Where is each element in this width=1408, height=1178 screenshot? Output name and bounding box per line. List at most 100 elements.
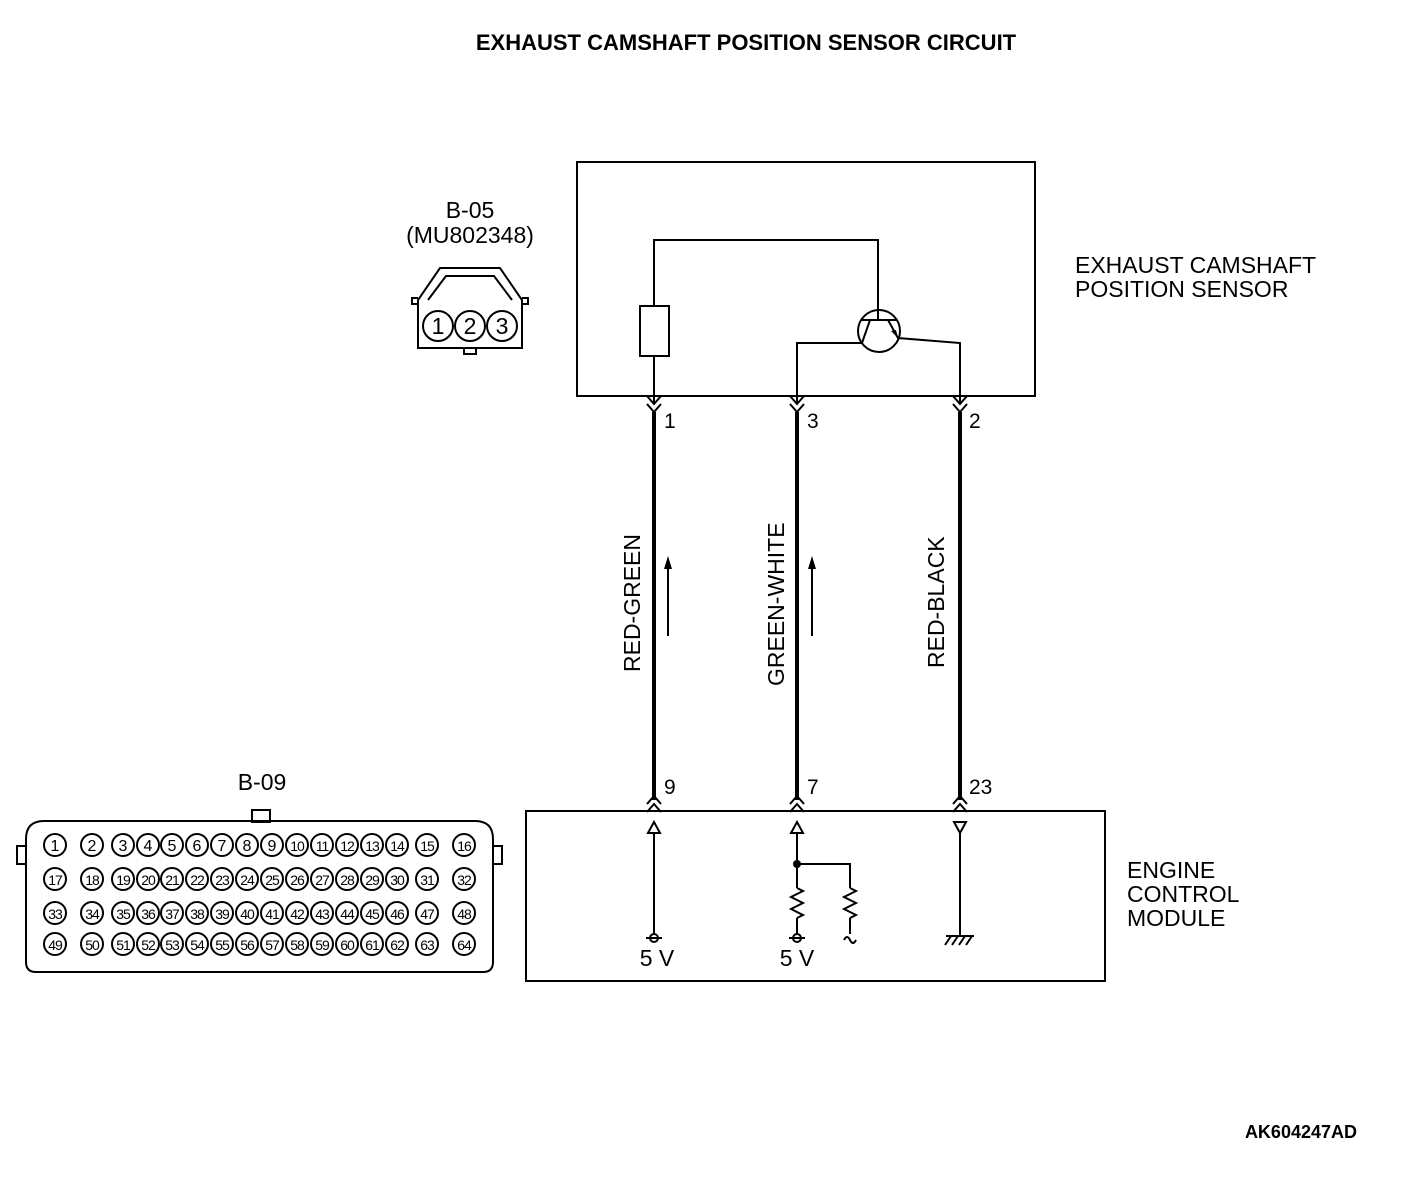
ecm-connector-pin-circle [335,932,359,956]
ecm-connector-pin-circle [310,867,334,891]
ecm-connector-pin: 56 [240,937,255,953]
ecm-connector-pin-circle [160,867,184,891]
sensor-connector-id: B-05 [446,197,495,223]
ecm-connector-pin-circle [185,901,209,925]
ecm-connector-pin: 22 [190,872,205,888]
ecm-connector-pin: 20 [141,872,156,888]
ecm-connector-pin-circle [210,833,234,857]
ecm-connector-pin: 2 [88,838,97,855]
ecm-connector-pin-circle [111,867,135,891]
wire-color-label: RED-BLACK [923,536,949,668]
ecm-connector-pin-circle [185,867,209,891]
ecm-connector-pin: 64 [457,937,472,953]
ecm-connector-pin-circle [235,932,259,956]
ecm-connector-pin: 44 [340,906,355,922]
ecm-pin-label: 9 [664,776,676,799]
ecm-connector-pin-circle [160,833,184,857]
ecm-connector-pin: 5 [168,838,177,855]
ecm-connector-pin: 10 [290,838,305,854]
ecm-connector-pin-circle [285,932,309,956]
ecm-connector-pin-circle [260,833,284,857]
ecm-connector-pin: 24 [240,872,255,888]
ecm-connector-pin-circle [210,867,234,891]
ecm-connector-pin-circle [160,932,184,956]
signal-direction-arrow [808,556,816,636]
ecm-connector-pin: 4 [144,838,153,855]
ecm-connector-pin-circle [285,867,309,891]
ecm-connector-pin: 14 [390,838,405,854]
ecm-connector-pin-circle [335,833,359,857]
wire-color-label: GREEN-WHITE [763,522,789,686]
sensor-pin-label: 1 [664,410,676,433]
ecm-connector-pin-circle [136,932,160,956]
ecm-connector-pin-circle [385,867,409,891]
ecm-connector-pin: 33 [48,906,63,922]
ecm-connector-pin: 17 [48,872,63,888]
ecm-input-9-circuit [646,819,662,943]
ecm-terminals [646,794,968,813]
ecm-connector-pin-circle [335,901,359,925]
ecm-connector-pin: 15 [420,838,435,854]
ecm-connector-pin-circle [360,867,384,891]
ecm-connector-pin-circle [136,901,160,925]
ecm-connector-pin-circle [415,867,439,891]
ecm-connector-pin: 39 [215,906,230,922]
sensor-pin-label: 3 [807,410,819,433]
ecm-connector-pin: 3 [119,838,128,855]
ecm-connector-pin: 19 [116,872,131,888]
ecm-connector-pin-circle [80,901,104,925]
ecm-connector-pin-circle [260,932,284,956]
ecm-connector-pin: 50 [85,937,100,953]
ecm-connector-pin: 21 [165,872,180,888]
ecm-connector-pin: 13 [365,838,380,854]
ecm-connector-pin: 52 [141,937,156,953]
ecm-connector-pin-circle [285,833,309,857]
ecm-connector-pin: 25 [265,872,280,888]
ecm-connector-pin-circle [80,932,104,956]
ecm-connector-pin-circle [80,867,104,891]
sensor-connector-part: (MU802348) [406,222,534,248]
ecm-connector-pin-circle [210,932,234,956]
ecm-connector-pin: 57 [265,937,280,953]
ecm-connector-pin: 9 [268,838,277,855]
sensor-connector-pin: 2 [464,313,477,339]
ecm-connector-pin: 31 [420,872,435,888]
transistor-symbol [857,309,901,353]
ecm-connector-pin: 23 [215,872,230,888]
ecm-connector-pin-circle [385,901,409,925]
ecm-connector-pin-circle [260,867,284,891]
ecm-connector-pin-circle [285,901,309,925]
ecm-connector-pin: 1 [51,838,60,855]
ecm-connector-pin-circle [235,833,259,857]
ecm-connector-pin: 32 [457,872,472,888]
ecm-connector-pin-circle [111,901,135,925]
ecm-connector-pin: 16 [457,838,472,854]
ecm-connector-pin: 47 [420,906,435,922]
ecm-connector-pin: 41 [265,906,280,922]
ecm-connector-pin: 40 [240,906,255,922]
resistor-symbol [639,305,670,357]
ecm-label-line2: CONTROL [1127,881,1240,907]
ecm-pin-label: 23 [969,776,992,799]
ecm-connector-pin: 18 [85,872,100,888]
sensor-connector-pin: 1 [432,313,445,339]
ecm-connector-pin-circle [385,932,409,956]
ecm-connector-pin: 61 [365,937,380,953]
ecm-connector-pin: 43 [315,906,330,922]
ecm-label-line1: ENGINE [1127,857,1215,883]
ecm-connector-pin-circle [80,833,104,857]
ecm-connector-pin-circle [260,901,284,925]
ecm-connector-pin-circle [452,833,476,857]
figure-code: AK604247AD [1245,1122,1357,1142]
ecm-connector-pin: 59 [315,937,330,953]
ecm-ground-23-circuit [944,821,974,946]
ecm-connector-pin: 54 [190,937,205,953]
ecm-connector-pin: 46 [390,906,405,922]
ecm-connector-pin: 37 [165,906,180,922]
ecm-connector-pin: 48 [457,906,472,922]
ecm-connector-pin-circle [360,901,384,925]
ecm-connector-pin-circle [452,932,476,956]
